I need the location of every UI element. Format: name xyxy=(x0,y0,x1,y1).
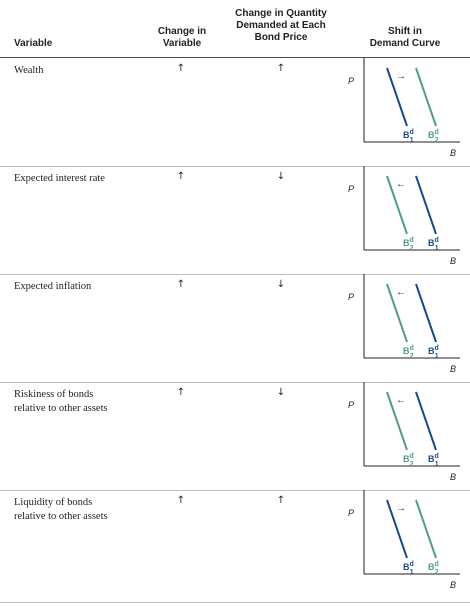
variable-label: Expected interest rate xyxy=(14,173,105,184)
demand-curve-left xyxy=(386,391,408,451)
change-in-variable-arrow: ↑ xyxy=(176,495,186,506)
price-axis-label: P xyxy=(348,76,354,86)
table-row: Riskiness of bonds relative to other ass… xyxy=(0,382,470,496)
header-shift-in-demand-curve: Shift in Demand Curve xyxy=(369,26,441,49)
change-in-variable-arrow: ↑ xyxy=(176,279,186,290)
shift-arrow: ← xyxy=(396,395,406,406)
price-axis-label: P xyxy=(348,508,354,518)
demand-curve-left xyxy=(386,175,408,235)
change-in-quantity-arrow: ↑ xyxy=(276,495,286,506)
quantity-axis-label: B xyxy=(450,472,456,482)
demand-curve-right xyxy=(415,391,437,451)
row-divider xyxy=(0,490,470,491)
variable-label: Liquidity of bonds relative to other ass… xyxy=(14,497,108,522)
variable-label: Riskiness of bonds relative to other ass… xyxy=(14,389,108,414)
demand-curve-right xyxy=(415,175,437,235)
shift-arrow: → xyxy=(396,503,406,514)
shift-arrow: ← xyxy=(396,287,406,298)
demand-curve-right xyxy=(415,499,437,559)
change-in-quantity-arrow: ↑ xyxy=(276,63,286,74)
demand-curve-left xyxy=(386,67,408,127)
table-row: Liquidity of bonds relative to other ass… xyxy=(0,490,470,604)
quantity-axis-label: B xyxy=(450,256,456,266)
demand-curve-right xyxy=(415,67,437,127)
change-in-variable-arrow: ↑ xyxy=(176,387,186,398)
shift-arrow: ← xyxy=(396,179,406,190)
change-in-variable-arrow: ↑ xyxy=(176,63,186,74)
change-in-quantity-arrow: ↓ xyxy=(276,171,286,182)
price-axis-label: P xyxy=(348,400,354,410)
quantity-axis-label: B xyxy=(450,148,456,158)
demand-curve-right xyxy=(415,283,437,343)
variable-label: Expected inflation xyxy=(14,281,92,292)
change-in-variable-arrow: ↑ xyxy=(176,171,186,182)
variable-label: Wealth xyxy=(14,65,44,76)
row-divider xyxy=(0,166,470,167)
header-change-in-quantity: Change in Quantity Demanded at Each Bond… xyxy=(235,8,327,43)
quantity-axis-label: B xyxy=(450,364,456,374)
header-rule xyxy=(0,57,470,58)
header-variable: Variable xyxy=(14,38,53,49)
price-axis-label: P xyxy=(348,184,354,194)
change-in-quantity-arrow: ↓ xyxy=(276,279,286,290)
table-header: Variable Change in Variable Change in Qu… xyxy=(0,0,470,58)
row-divider xyxy=(0,382,470,383)
header-change-in-variable: Change in Variable xyxy=(157,26,207,49)
quantity-axis-label: B xyxy=(450,580,456,590)
price-axis-label: P xyxy=(348,292,354,302)
change-in-quantity-arrow: ↓ xyxy=(276,387,286,398)
shift-arrow: → xyxy=(396,71,406,82)
demand-curve-left xyxy=(386,499,408,559)
row-divider xyxy=(0,274,470,275)
demand-curve-left xyxy=(386,283,408,343)
bottom-rule xyxy=(0,602,470,603)
